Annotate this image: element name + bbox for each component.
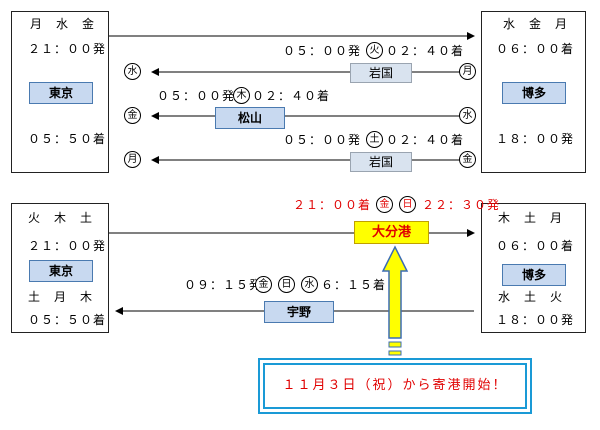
left-day-3: 月 — [124, 151, 141, 168]
tokyo-bottom-depart: ２１：００発 — [28, 239, 107, 253]
row1-day-circle: 火 — [366, 42, 383, 59]
row1-time-right: ０２：４０着 — [386, 44, 465, 58]
uno-arrive: ６：１５着 — [321, 278, 387, 292]
uno-day-1: 金 — [255, 276, 272, 293]
hakata-bottom-arrive: ０６：００着 — [496, 239, 575, 253]
uno-label: 宇野 — [264, 301, 334, 323]
tokyo-top-arrive: ０５：５０着 — [28, 132, 107, 146]
uno-day-2: 日 — [278, 276, 295, 293]
notice-text: １１月３日（祝）から寄港開始！ — [263, 363, 527, 409]
right-day-3: 金 — [459, 151, 476, 168]
left-day-2: 金 — [124, 107, 141, 124]
oita-arrive: ２１：００着 — [293, 198, 372, 212]
iwakuni-label-row3: 岩国 — [350, 152, 412, 172]
tokyo-bottom-label: 東京 — [29, 260, 93, 282]
uno-depart: ０９：１５発 — [184, 278, 263, 292]
row3-day-circle: 土 — [366, 131, 383, 148]
left-day-1: 水 — [124, 63, 141, 80]
hakata-top-arrive: ０６：００着 — [496, 42, 575, 56]
yellow-arrow-tail-2 — [388, 350, 402, 356]
row3-time-left: ０５：００発 — [283, 133, 362, 147]
hakata-top-days: 水 金 月 — [503, 17, 569, 31]
row3-time-right: ０２：４０着 — [386, 133, 465, 147]
matsuyama-label: 松山 — [215, 107, 285, 129]
hakata-bottom-days-in: 木 土 月 — [498, 211, 564, 225]
oita-day-1: 金 — [376, 196, 393, 213]
row2-day-circle: 木 — [233, 87, 250, 104]
row2-time-left: ０５：００発 — [157, 89, 236, 103]
row2-time-right: ０２：４０着 — [252, 89, 331, 103]
right-day-2: 水 — [459, 107, 476, 124]
row1-time-left: ０５：００発 — [283, 44, 362, 58]
iwakuni-label-row1: 岩国 — [350, 63, 412, 83]
tokyo-bottom-arrive: ０５：５０着 — [28, 313, 107, 327]
tokyo-top-label: 東京 — [29, 82, 93, 104]
hakata-bottom-label: 博多 — [502, 264, 566, 286]
oita-depart: ２２：３０発 — [422, 198, 501, 212]
tokyo-top-depart: ２１：００発 — [28, 42, 107, 56]
uno-day-3: 水 — [301, 276, 318, 293]
yellow-arrow-tail-1 — [388, 341, 402, 348]
tokyo-bottom-days-out: 火 木 土 — [28, 211, 94, 225]
yellow-arrow — [381, 245, 409, 339]
hakata-top-depart: １８：００発 — [496, 132, 575, 146]
tokyo-top-days: 月 水 金 — [30, 17, 96, 31]
oita-port-label: 大分港 — [354, 221, 429, 244]
oita-day-2: 日 — [399, 196, 416, 213]
hakata-bottom-depart: １８：００発 — [496, 313, 575, 327]
tokyo-bottom-days-in: 土 月 木 — [28, 290, 94, 304]
hakata-bottom-days-out: 水 土 火 — [498, 290, 564, 304]
right-day-1: 月 — [459, 63, 476, 80]
hakata-top-label: 博多 — [502, 82, 566, 104]
